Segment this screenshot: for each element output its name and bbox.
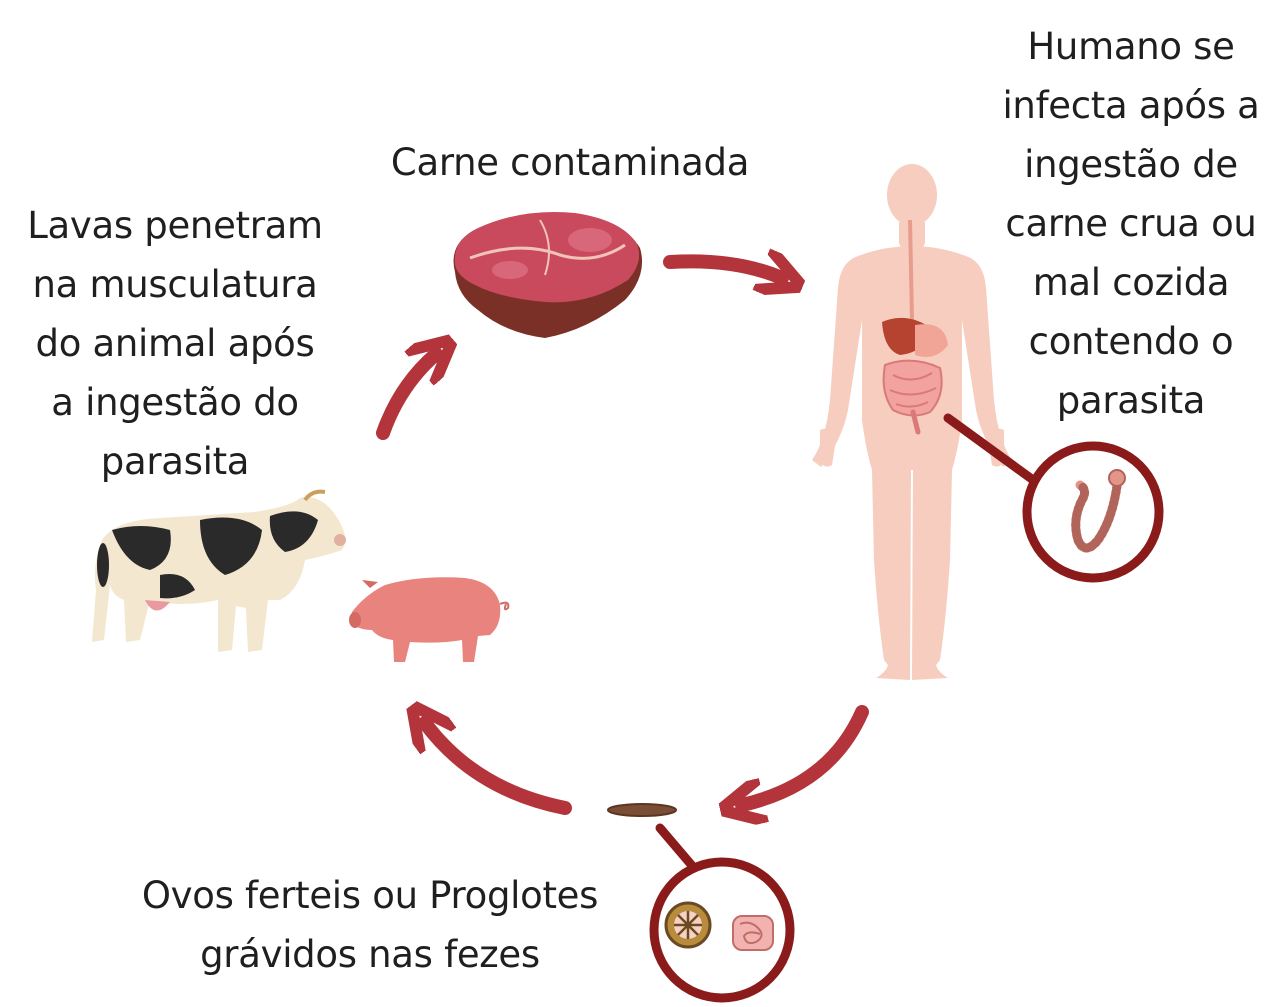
arrow-animals-to-meat xyxy=(376,354,436,440)
eggs-zoom-circle xyxy=(649,857,795,1003)
proglottid-icon xyxy=(732,915,774,951)
meat-label: Carne contaminada xyxy=(390,141,750,184)
zoom-connector-human xyxy=(943,413,1045,490)
human-body-icon xyxy=(812,164,1012,680)
tapeworm-icon xyxy=(1071,469,1126,553)
egg-icon xyxy=(664,901,712,949)
cow-icon xyxy=(92,489,346,652)
animal-infection-label: Lavas penetram na musculatura do animal … xyxy=(27,204,323,483)
arrow-meat-to-human xyxy=(663,261,782,278)
digestive-organs-icon xyxy=(882,219,948,435)
pig-icon xyxy=(349,577,510,662)
feces-icon xyxy=(607,803,677,817)
arrow-human-to-feces xyxy=(742,705,869,805)
tapeworm-zoom-circle xyxy=(1022,441,1164,583)
arrow-feces-to-animals xyxy=(425,723,572,815)
human-infection-label: Humano se infecta após a ingestão de car… xyxy=(1002,25,1260,422)
eggs-label: Ovos ferteis ou Proglotes grávidos nas f… xyxy=(141,874,599,976)
meat-icon xyxy=(453,212,643,338)
